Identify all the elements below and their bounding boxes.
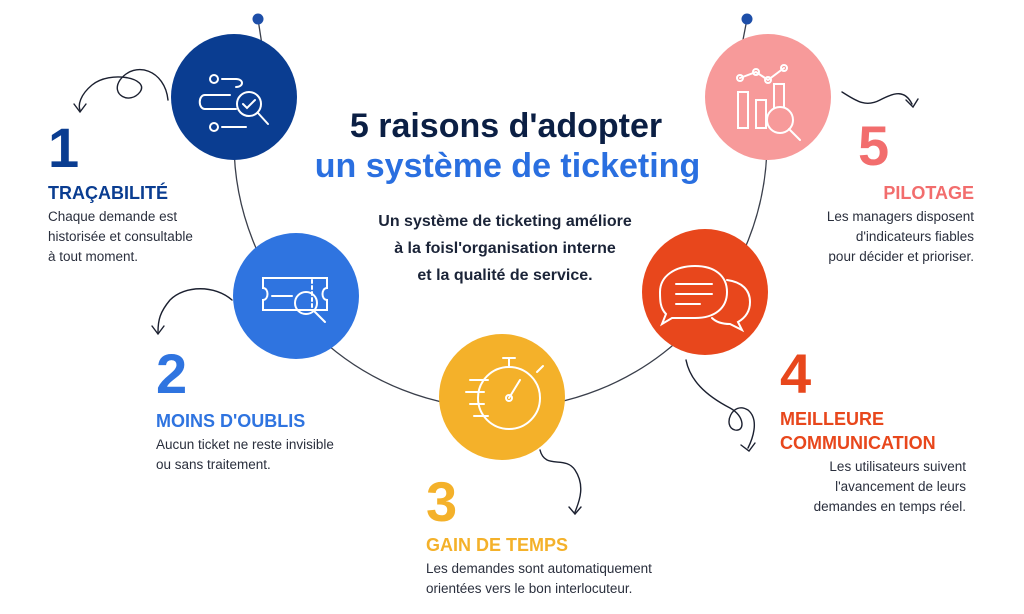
reason-3: 3 GAIN DE TEMPS Les demandes sont automa…	[426, 474, 652, 599]
ticket-search-icon	[262, 277, 328, 323]
reason-1: 1 TRAÇABILITÉ Chaque demande est histori…	[48, 120, 193, 267]
reason-1-title: TRAÇABILITÉ	[48, 183, 168, 203]
reason-3-line1: Les demandes sont automatiquement	[426, 561, 652, 576]
reason-2-line1: Aucun ticket ne reste invisible	[156, 437, 334, 452]
page-title-line2: un système de ticketing	[314, 147, 701, 185]
reason-2: 2 MOINS D'OUBLIS Aucun ticket ne reste i…	[156, 346, 334, 475]
curly-arrow-5-head	[905, 98, 919, 109]
reason-2-line2: ou sans traitement.	[156, 457, 271, 472]
reason-4: 4 MEILLEURE COMMUNICATION Les utilisateu…	[762, 346, 966, 517]
reason-4-number: 4	[780, 342, 812, 405]
circle-steering	[705, 34, 831, 160]
curly-arrow-3	[539, 449, 582, 513]
reason-2-title: MOINS D'OUBLIS	[156, 411, 306, 431]
reason-1-line3: à tout moment.	[48, 249, 139, 264]
reason-5: 5 PILOTAGE Les managers disposent d'indi…	[776, 118, 974, 267]
reason-1-line1: Chaque demande est	[48, 209, 178, 224]
curly-arrow-4-head	[740, 442, 756, 452]
stopwatch-icon	[465, 357, 544, 430]
reason-4-title-line2: COMMUNICATION	[780, 433, 936, 453]
arc-end-dot-left	[252, 13, 264, 25]
reason-3-number: 3	[426, 470, 458, 533]
arc-end-dot-right	[741, 13, 753, 25]
connecting-arc-line	[257, 18, 748, 46]
reason-5-line2: d'indicateurs fiables	[855, 229, 974, 244]
subtitle-line1: Un système de ticketing améliore	[378, 213, 632, 230]
reason-1-line2: historisée et consultable	[48, 229, 193, 244]
subtitle-line3: et la qualité de service.	[417, 267, 593, 284]
reason-5-number: 5	[858, 114, 890, 177]
reason-4-line1: Les utilisateurs suivent	[829, 459, 966, 474]
curly-arrow-5	[841, 91, 913, 105]
reason-5-line3: pour décider et prioriser.	[828, 249, 974, 264]
subtitle-line2: à la foisl'organisation interne	[394, 240, 616, 257]
curly-arrow-4	[685, 359, 756, 449]
reason-2-number: 2	[156, 342, 188, 405]
circle-time-saving	[439, 334, 565, 460]
reason-4-line2: l'avancement de leurs	[835, 479, 966, 494]
curly-arrow-1-head	[73, 103, 87, 114]
reason-3-line2: orientées vers le bon interlocuteur.	[426, 581, 633, 596]
curly-arrow-3-head	[568, 506, 582, 516]
curly-arrow-1	[78, 69, 169, 111]
reason-5-line1: Les managers disposent	[826, 209, 974, 224]
search-list-icon	[198, 74, 269, 132]
page-title-line1: 5 raisons d'adopter	[349, 107, 663, 145]
curly-arrow-2	[157, 288, 233, 333]
reason-3-title: GAIN DE TEMPS	[426, 535, 569, 555]
circle-fewer-oversights	[233, 233, 359, 359]
chart-analytics-icon	[736, 64, 801, 141]
subtitle: Un système de ticketing améliore à la fo…	[340, 208, 670, 289]
reason-4-title-line1: MEILLEURE	[780, 409, 885, 429]
curly-arrow-2-head	[151, 325, 165, 336]
reason-4-line3: demandes en temps réel.	[813, 499, 966, 514]
reason-1-number: 1	[48, 116, 80, 179]
chat-bubbles-icon	[658, 264, 752, 333]
circle-traceability	[171, 34, 297, 160]
reason-5-title: PILOTAGE	[883, 183, 974, 203]
circle-communication	[642, 229, 768, 355]
